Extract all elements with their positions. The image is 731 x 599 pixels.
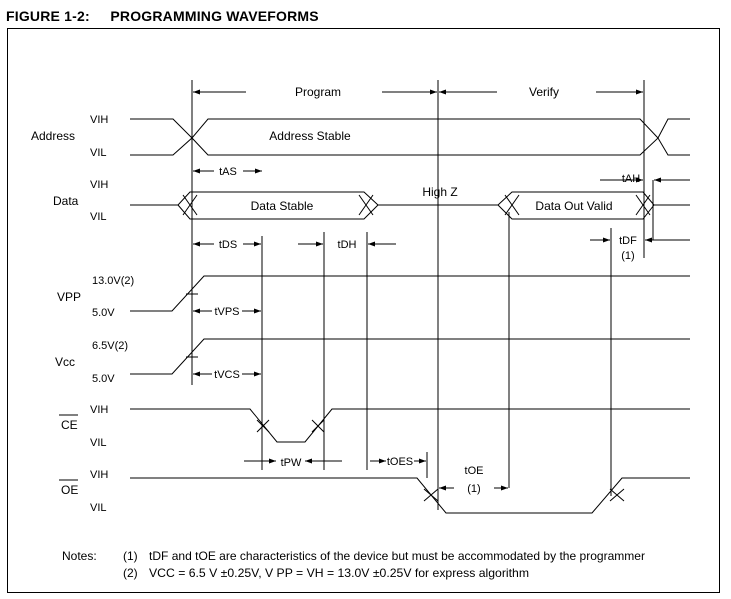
tas-label: tAS [219, 166, 237, 178]
tvps-label: tVPS [214, 306, 239, 318]
ce-waveform [130, 408, 690, 443]
program-phase-label: Program [295, 85, 341, 99]
oe-vil-label: VIL [90, 502, 107, 514]
note-1-number: (1) [123, 549, 138, 563]
note-2-number: (2) [123, 566, 138, 580]
figure-frame [7, 28, 720, 593]
toe-note-label: (1) [467, 483, 480, 495]
data-signal-label: Data [53, 194, 79, 208]
oe-signal-label: OE [61, 483, 78, 497]
toes-label: tOES [387, 456, 413, 468]
oe-waveform [130, 477, 690, 514]
tdf-note-label: (1) [621, 250, 634, 262]
data-stable-label: Data Stable [251, 199, 314, 213]
data-waveform-transition-ticks [182, 194, 651, 216]
oe-transition-ticks [423, 488, 625, 502]
ce-signal-label: CE [61, 418, 78, 432]
data-vih-label: VIH [90, 179, 108, 191]
note-2-text: VCC = 6.5 V ±0.25V, V PP = VH = 13.0V ±0… [149, 566, 529, 580]
vpp-low-label: 5.0V [92, 307, 115, 319]
tdf-label: tDF [619, 235, 637, 247]
address-vih-label: VIH [90, 114, 108, 126]
ce-transition-ticks [256, 419, 325, 433]
oe-vih-label: VIH [90, 469, 108, 481]
figure-caption: PROGRAMMING WAVEFORMS [110, 8, 319, 24]
high-z-label: High Z [422, 185, 457, 199]
data-vil-label: VIL [90, 211, 107, 223]
tdh-label: tDH [338, 239, 357, 251]
verify-phase-label: Verify [529, 85, 559, 99]
figure-title: FIGURE 1-2: PROGRAMMING WAVEFORMS [6, 8, 319, 24]
address-signal-label: Address [31, 129, 75, 143]
vpp-high-label: 13.0V(2) [92, 275, 134, 287]
vcc-high-label: 6.5V(2) [92, 340, 128, 352]
note-1-text: tDF and tOE are characteristics of the d… [149, 549, 645, 563]
data-out-valid-label: Data Out Valid [535, 199, 612, 213]
tds-label: tDS [219, 239, 237, 251]
address-waveform-high [130, 118, 690, 139]
notes-heading: Notes: [62, 549, 97, 563]
address-stable-label: Address Stable [269, 129, 351, 143]
ce-vil-label: VIL [90, 437, 107, 449]
toe-label: tOE [465, 465, 484, 477]
vcc-signal-label: Vcc [55, 355, 75, 369]
address-vil-label: VIL [90, 147, 107, 159]
tvcs-label: tVCS [214, 369, 240, 381]
ce-vih-label: VIH [90, 404, 108, 416]
tah-label: tAH [622, 173, 640, 185]
vcc-low-label: 5.0V [92, 373, 115, 385]
figure-number: FIGURE 1-2: [6, 8, 90, 24]
tpw-label: tPW [281, 457, 302, 469]
address-waveform-low [130, 137, 690, 156]
vpp-signal-label: VPP [57, 290, 81, 304]
